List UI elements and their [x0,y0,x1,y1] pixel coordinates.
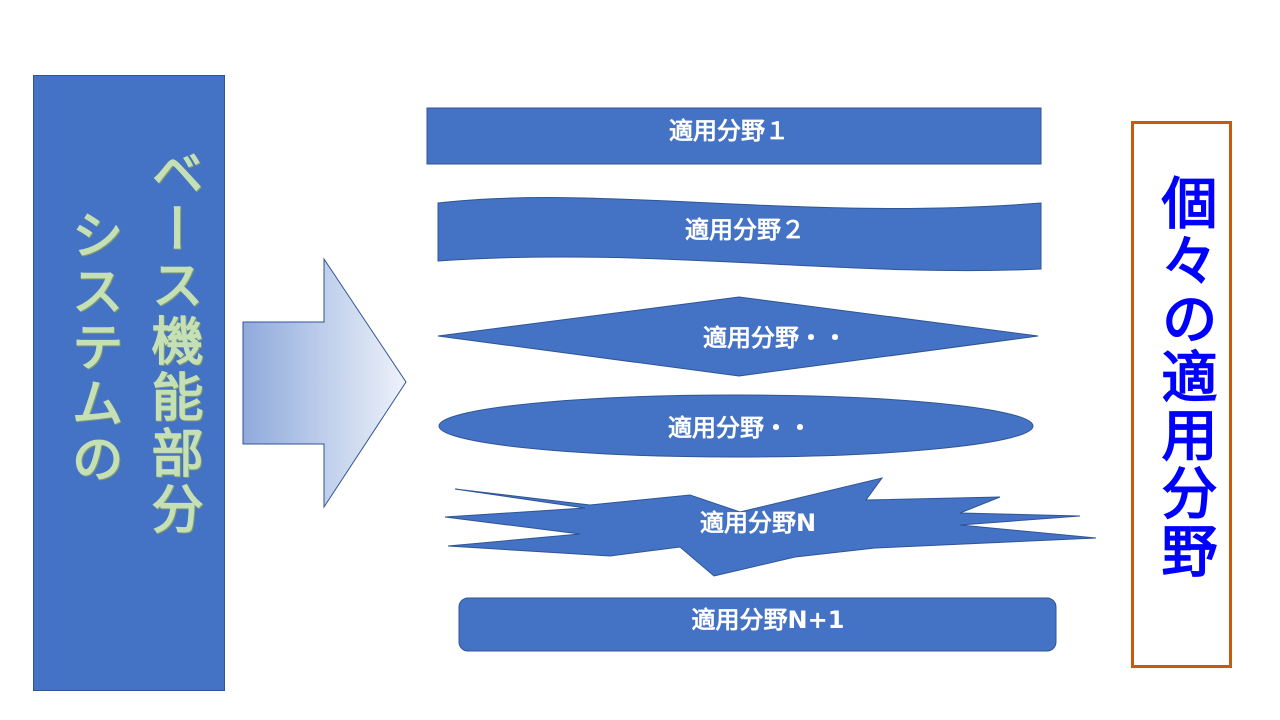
domain-label-1: 適用分野１ [669,117,789,145]
individual-domains-text: 個々の適用分野 [1152,174,1217,580]
domain-shape-wave [437,197,1042,272]
right-arrow-icon [242,257,407,509]
base-system-text-line1: ベース機能部分 [142,146,202,538]
domain-shape-rectangle [426,107,1042,165]
domain-shape-explosion [444,477,1097,577]
domain-shape-rounded-rect [458,597,1057,652]
domain-label-5: 適用分野N [699,509,817,537]
domain-shape-ellipse [438,394,1034,458]
base-system-text-line2: システムの [62,208,122,488]
domain-shape-diamond [437,296,1039,377]
base-system-box: ベース機能部分 システムの [33,75,225,691]
individual-domains-box: 個々の適用分野 [1131,121,1232,668]
domain-label-2: 適用分野２ [685,216,805,244]
domain-label-6: 適用分野N+1 [691,606,845,634]
domain-label-3: 適用分野・・ [703,324,847,352]
domain-label-4: 適用分野・・ [668,414,812,442]
